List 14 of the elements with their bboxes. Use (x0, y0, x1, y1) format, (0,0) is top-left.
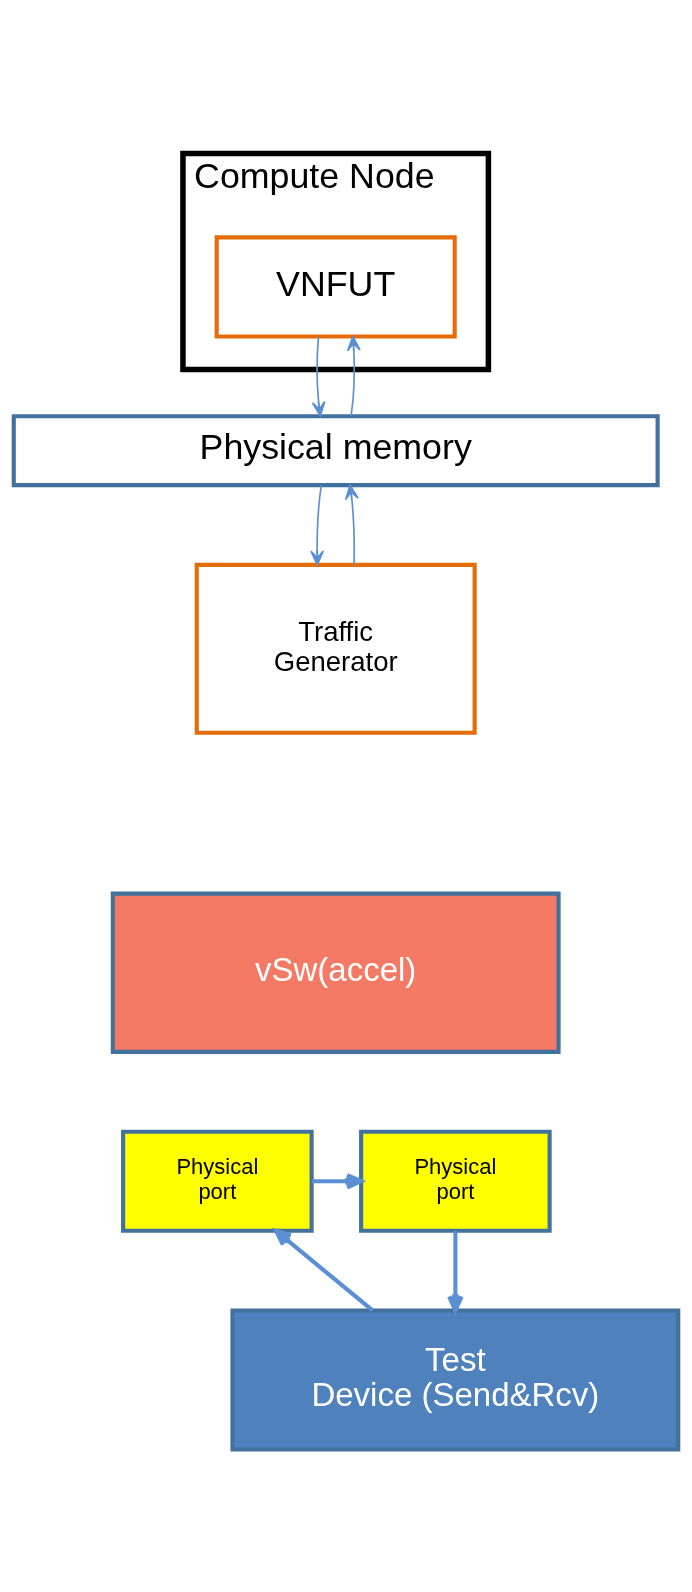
node-box: vSw(accel) (110, 891, 561, 1054)
node-box: Test Device (Send&Rcv) (230, 1308, 681, 1452)
node-box: Physical memory (11, 414, 660, 488)
arrow (311, 1172, 364, 1190)
arrow (344, 484, 359, 566)
node-box: Physical port (359, 1129, 552, 1233)
node-box: Physical port (121, 1129, 314, 1233)
arrow (274, 1229, 374, 1312)
arrow (346, 335, 361, 417)
node-box: Traffic Generator (194, 562, 477, 735)
arrow (311, 335, 326, 417)
node-box: VNFUT (214, 235, 457, 339)
arrow (310, 484, 325, 566)
arrow (447, 1231, 464, 1313)
